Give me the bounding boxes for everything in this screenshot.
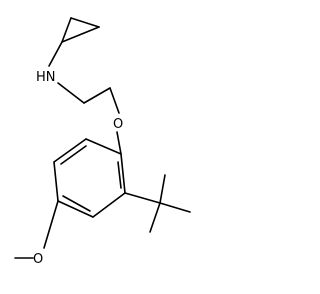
bond-ring-methoxy-oxygen: [43, 200, 59, 249]
nitrogen-label: HN: [36, 70, 56, 85]
ring-double-bond-2: [62, 195, 91, 212]
ring-bond-c4-c5: [53, 161, 59, 202]
bond-oxygen-aryl: [116, 131, 122, 155]
ring-double-bond-3: [60, 145, 87, 165]
cyclopropyl-ring: [61, 17, 100, 43]
ring-bond-c3-c4: [57, 200, 94, 218]
methoxy-oxygen-label: O: [33, 252, 43, 267]
benzene-ring: [53, 138, 126, 218]
chemical-structure: HN O O: [14, 17, 191, 267]
bond-cyclopropyl-nitrogen: [48, 41, 63, 67]
bond-ring-top: [70, 17, 100, 28]
bond-tbu-methyl-up: [159, 174, 166, 204]
ring-bond-c5-c6: [53, 138, 87, 163]
bond-ring-left-top: [61, 17, 72, 43]
ring-bond-c6-c1: [85, 138, 122, 155]
bond-ch2-oxygen: [109, 87, 120, 114]
bond-ring-quaternary-carbon: [124, 192, 161, 204]
ring-bond-c2-c3: [92, 192, 126, 218]
bond-nitrogen-ch2: [57, 82, 85, 104]
ring-bond-c1-c2: [120, 153, 126, 194]
ether-oxygen-label: O: [113, 117, 123, 132]
bond-ring-bottom: [61, 26, 100, 43]
bond-tbu-methyl-right: [159, 202, 191, 213]
bond-ch2-ch2: [83, 87, 111, 104]
bond-tbu-methyl-down: [149, 202, 161, 233]
tert-butyl-group: [124, 174, 191, 233]
ring-double-bond-1: [117, 161, 122, 189]
